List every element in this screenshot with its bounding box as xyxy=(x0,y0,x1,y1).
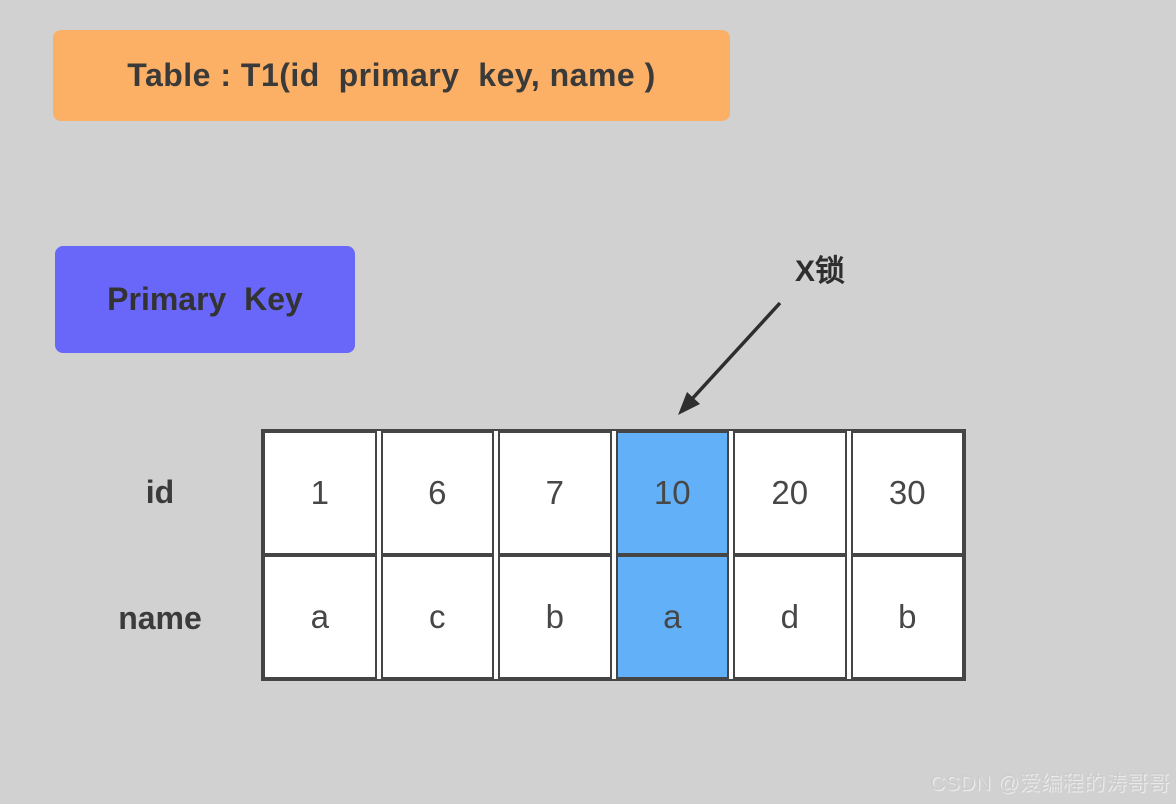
name-cell: a xyxy=(263,555,377,679)
id-cell: 10 xyxy=(615,431,729,555)
table-definition-label: Table : T1(id primary key, name ) xyxy=(127,57,656,93)
x-lock-label: X锁 xyxy=(794,255,845,288)
table-definition-box: Table : T1(id primary key, name ) xyxy=(53,30,730,121)
row-header-name: name xyxy=(118,599,202,636)
name-cell: c xyxy=(380,555,494,679)
id-cell: 20 xyxy=(733,431,847,555)
name-cell: d xyxy=(733,555,847,679)
data-table: 1 a 6 c 7 b 10 a 20 d 30 b xyxy=(261,429,966,681)
id-cell: 6 xyxy=(380,431,494,555)
table-column: 6 c xyxy=(380,431,494,679)
row-headers: id name xyxy=(100,429,220,681)
name-cell: b xyxy=(498,555,612,679)
table-column: 1 a xyxy=(263,431,377,679)
row-header-id: id xyxy=(145,473,175,510)
primary-key-label: Primary Key xyxy=(107,281,303,317)
watermark: CSDN @爱编程的涛哥哥 xyxy=(929,772,1170,795)
primary-key-box: Primary Key xyxy=(55,246,355,353)
table-column: 30 b xyxy=(850,431,964,679)
table-column-locked: 10 a xyxy=(615,431,729,679)
id-cell: 1 xyxy=(263,431,377,555)
name-cell: a xyxy=(615,555,729,679)
table-column: 7 b xyxy=(498,431,612,679)
table-column: 20 d xyxy=(733,431,847,679)
name-cell: b xyxy=(850,555,964,679)
id-cell: 7 xyxy=(498,431,612,555)
id-cell: 30 xyxy=(850,431,964,555)
